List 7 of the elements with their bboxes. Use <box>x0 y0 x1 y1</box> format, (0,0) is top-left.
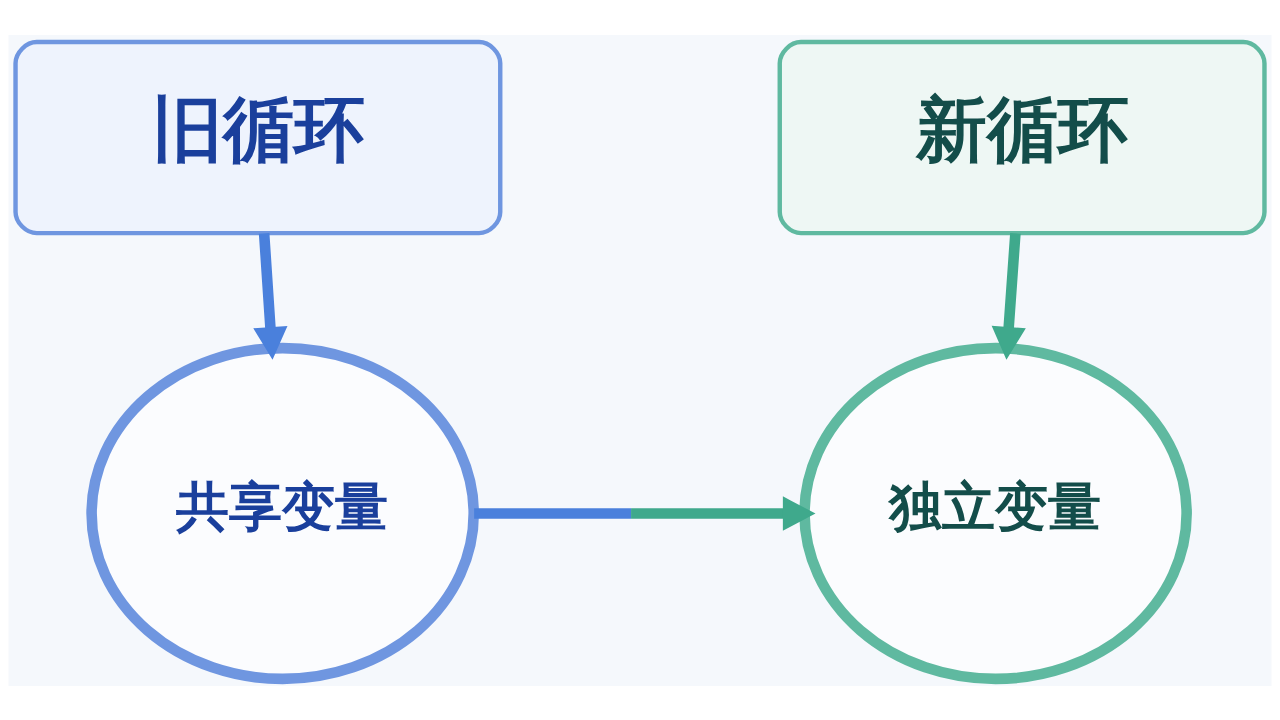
arrow <box>253 232 288 360</box>
arrow <box>991 232 1026 360</box>
node-box: 新循环 <box>777 39 1267 235</box>
node-ellipse: 独立变量 <box>799 342 1192 684</box>
node-ellipse: 共享变量 <box>86 342 479 684</box>
node-box: 旧循环 <box>13 39 503 235</box>
arrow <box>474 495 816 531</box>
